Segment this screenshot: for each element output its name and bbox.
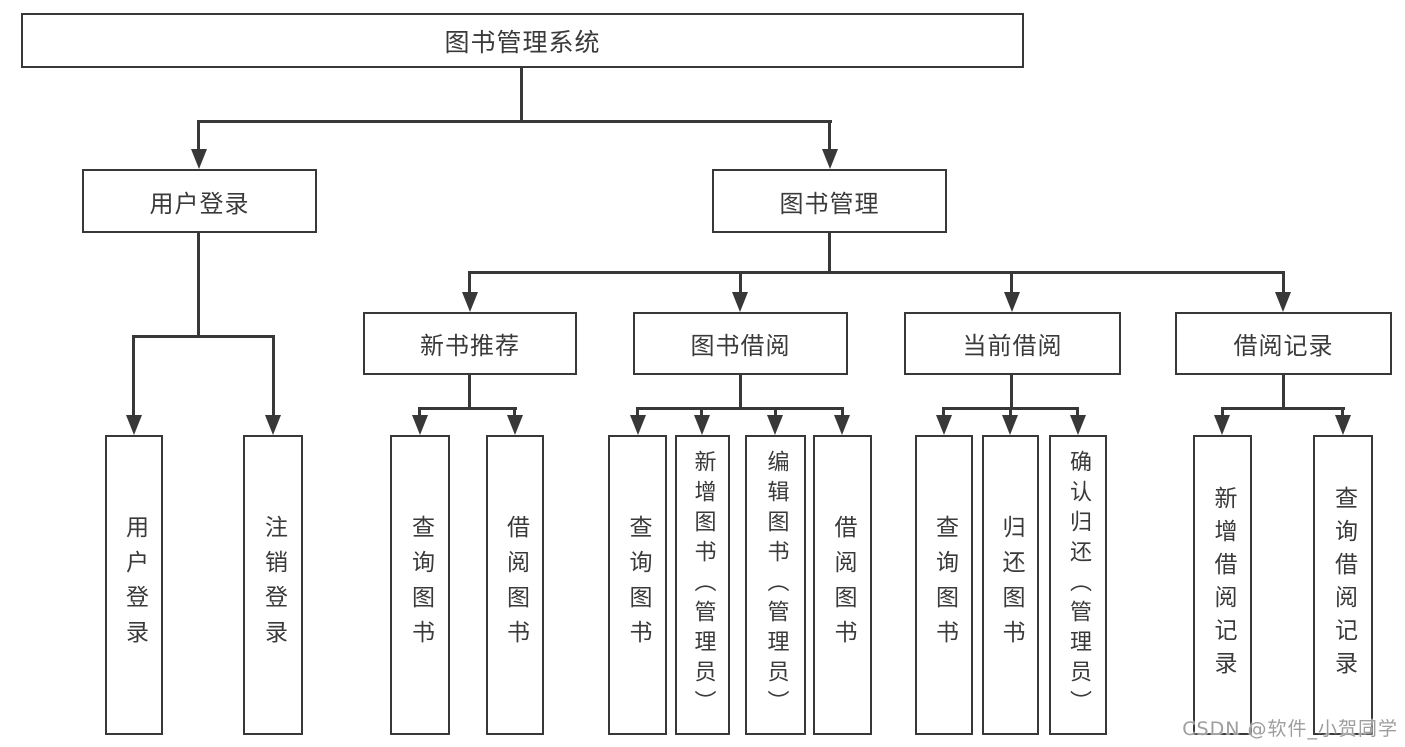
- node-current-borrowing: 当前借阅: [904, 312, 1121, 375]
- node-user-login-label: 用户登录: [149, 189, 250, 218]
- leaf-borrow-books-recommend: 借阅图书: [486, 435, 544, 735]
- leaf-add-books-admin: 新增图书（管理员）: [675, 435, 730, 735]
- arrow-down-icon: [630, 415, 646, 435]
- connector-line: [841, 407, 844, 415]
- node-book-borrowing-label: 图书借阅: [690, 332, 791, 360]
- connector-line: [1010, 375, 1013, 407]
- arrow-down-icon: [1275, 292, 1291, 312]
- node-book-management: 图书管理: [712, 169, 947, 233]
- node-user-login: 用户登录: [82, 169, 317, 233]
- arrow-down-icon: [767, 415, 783, 435]
- connector-line: [774, 407, 777, 415]
- connector-line: [1221, 407, 1345, 410]
- connector-line: [739, 271, 742, 292]
- arrow-down-icon: [936, 415, 952, 435]
- arrow-down-icon: [732, 292, 748, 312]
- connector-line: [1341, 407, 1344, 415]
- node-book-management-label: 图书管理: [779, 189, 880, 218]
- leaf-logout: 注销登录: [243, 435, 303, 735]
- node-current-borrowing-label: 当前借阅: [962, 332, 1063, 360]
- arrow-down-icon: [1070, 415, 1086, 435]
- connector-line: [942, 407, 945, 415]
- leaf-confirm-return-admin: 确认归还（管理员）: [1049, 435, 1107, 735]
- arrow-down-icon: [834, 415, 850, 435]
- connector-line: [468, 271, 1285, 274]
- arrow-down-icon: [412, 415, 428, 435]
- leaf-return-books-label: 归还图书: [998, 515, 1024, 655]
- connector-line: [513, 407, 516, 415]
- leaf-logout-label: 注销登录: [260, 515, 287, 655]
- connector-line: [700, 407, 703, 415]
- arrow-down-icon: [1004, 292, 1020, 312]
- arrow-down-icon: [265, 415, 281, 435]
- connector-line: [197, 120, 200, 149]
- connector-line: [418, 407, 517, 410]
- leaf-user-login: 用户登录: [105, 435, 163, 735]
- arrow-down-icon: [822, 149, 838, 169]
- connector-line: [197, 120, 832, 123]
- leaf-confirm-return-admin-label: 确认归还（管理员）: [1066, 450, 1091, 720]
- leaf-add-borrow-record-label: 新增借阅记录: [1210, 486, 1236, 684]
- leaf-add-borrow-record: 新增借阅记录: [1193, 435, 1252, 735]
- connector-line: [132, 335, 135, 415]
- connector-line: [520, 68, 523, 120]
- arrow-down-icon: [126, 415, 142, 435]
- leaf-query-borrow-record: 查询借阅记录: [1313, 435, 1373, 735]
- node-new-book-recommend-label: 新书推荐: [420, 332, 520, 360]
- arrow-down-icon: [507, 415, 523, 435]
- connector-line: [418, 407, 421, 415]
- leaf-borrow-books-recommend-label: 借阅图书: [502, 515, 529, 655]
- leaf-query-books-borrowing-label: 查询图书: [625, 515, 651, 655]
- arrow-down-icon: [1002, 415, 1018, 435]
- leaf-borrow-books-borrowing: 借阅图书: [813, 435, 872, 735]
- connector-line: [468, 271, 471, 292]
- csdn-watermark: CSDN @软件_小贺同学: [1182, 718, 1398, 740]
- leaf-return-books: 归还图书: [982, 435, 1039, 735]
- connector-line: [468, 375, 471, 407]
- connector-line: [272, 335, 275, 415]
- connector-line: [828, 233, 831, 271]
- node-root-label: 图书管理系统: [444, 27, 601, 57]
- node-book-borrowing: 图书借阅: [633, 312, 848, 375]
- arrow-down-icon: [191, 149, 207, 169]
- leaf-borrow-books-borrowing-label: 借阅图书: [830, 515, 856, 655]
- node-new-book-recommend: 新书推荐: [363, 312, 577, 375]
- arrow-down-icon: [1335, 415, 1351, 435]
- connector-line: [197, 233, 200, 335]
- leaf-add-books-admin-label: 新增图书（管理员）: [690, 450, 716, 720]
- connector-line: [1010, 271, 1013, 292]
- leaf-query-borrow-record-label: 查询借阅记录: [1330, 486, 1357, 684]
- node-borrowing-records-label: 借阅记录: [1233, 332, 1334, 360]
- leaf-query-books-recommend: 查询图书: [390, 435, 450, 735]
- arrow-down-icon: [694, 415, 710, 435]
- connector-line: [1076, 407, 1079, 415]
- leaf-query-books-borrowing: 查询图书: [608, 435, 667, 735]
- leaf-edit-books-admin-label: 编辑图书（管理员）: [763, 450, 789, 720]
- connector-line: [132, 335, 275, 338]
- node-borrowing-records: 借阅记录: [1175, 312, 1392, 375]
- node-root: 图书管理系统: [21, 13, 1024, 68]
- leaf-query-books-current: 查询图书: [915, 435, 973, 735]
- connector-line: [1282, 271, 1285, 292]
- arrow-down-icon: [1214, 415, 1230, 435]
- arrow-down-icon: [462, 292, 478, 312]
- connector-line: [636, 407, 639, 415]
- connector-line: [828, 120, 831, 149]
- connector-line: [1009, 407, 1012, 415]
- connector-line: [636, 407, 844, 410]
- connector-line: [1221, 407, 1224, 415]
- leaf-edit-books-admin: 编辑图书（管理员）: [745, 435, 806, 735]
- connector-line: [1282, 375, 1285, 407]
- connector-line: [739, 375, 742, 407]
- leaf-user-login-label: 用户登录: [121, 515, 148, 655]
- leaf-query-books-recommend-label: 查询图书: [407, 515, 434, 655]
- leaf-query-books-current-label: 查询图书: [931, 515, 958, 655]
